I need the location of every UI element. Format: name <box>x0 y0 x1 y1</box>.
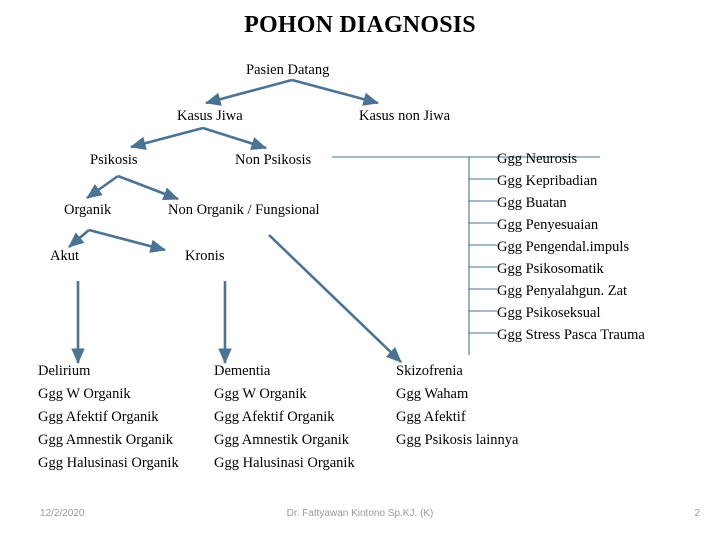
list-item[interactable]: Ggg Neurosis <box>497 151 578 167</box>
footer-page-number: 2 <box>694 508 700 519</box>
node-akut[interactable]: Akut <box>50 248 79 264</box>
list-item[interactable]: Ggg Amnestik Organik <box>38 432 174 448</box>
node-non-organik-fungsional[interactable]: Non Organik / Fungsional <box>168 202 320 218</box>
node-pasien-datang[interactable]: Pasien Datang <box>246 62 330 78</box>
footer-presenter: Dr. Fattyawan Kintono Sp.KJ. (K) <box>286 508 434 519</box>
list-item[interactable]: Ggg W Organik <box>214 386 307 402</box>
list-item[interactable]: Ggg Penyesuaian <box>497 217 599 233</box>
edge-nonorganik-to-skizofrenia <box>268 234 402 363</box>
node-organik[interactable]: Organik <box>64 202 112 218</box>
node-kasus-jiwa[interactable]: Kasus Jiwa <box>177 108 243 124</box>
list-item[interactable]: Ggg Psikosomatik <box>497 261 604 277</box>
edge-kasusjiwa-to-psikosis <box>129 126 204 150</box>
list-item[interactable]: Ggg Amnestik Organik <box>214 432 350 448</box>
list-item[interactable]: Ggg Halusinasi Organik <box>214 455 355 471</box>
leaf-column-kronis: Dementia Ggg W Organik Ggg Afektif Organ… <box>214 360 355 475</box>
list-item[interactable]: Delirium <box>38 363 91 379</box>
list-item[interactable]: Ggg Stress Pasca Trauma <box>497 327 645 343</box>
list-item[interactable]: Ggg Psikosis lainnya <box>396 432 519 448</box>
list-item[interactable]: Skizofrenia <box>396 363 463 379</box>
edge-psikosis-to-organik <box>86 174 119 200</box>
list-item[interactable]: Ggg W Organik <box>38 386 131 402</box>
list-item[interactable]: Ggg Waham <box>396 386 469 402</box>
list-item[interactable]: Ggg Kepribadian <box>497 173 598 189</box>
node-psikosis[interactable]: Psikosis <box>90 152 138 168</box>
edge-psikosis-to-nonorganik <box>117 174 179 201</box>
edge-kasusjiwa-to-nonpsikosis <box>202 126 267 151</box>
leaf-column-fungsional: Skizofrenia Ggg Waham Ggg Afektif Ggg Ps… <box>396 360 518 452</box>
list-item[interactable]: Ggg Afektif Organik <box>38 409 159 425</box>
list-item[interactable]: Ggg Afektif <box>396 409 466 425</box>
edge-pasien-to-kasus-jiwa <box>204 78 293 106</box>
list-item[interactable]: Ggg Buatan <box>497 195 567 211</box>
list-item[interactable]: Ggg Pengendal.impuls <box>497 239 630 255</box>
leaf-column-akut: Delirium Ggg W Organik Ggg Afektif Organ… <box>38 360 179 475</box>
node-kronis[interactable]: Kronis <box>185 248 225 264</box>
list-item[interactable]: Ggg Penyalahgun. Zat <box>497 283 628 299</box>
edge-organik-to-akut <box>68 229 90 248</box>
footer-date: 12/2/2020 <box>40 508 85 519</box>
node-non-psikosis[interactable]: Non Psikosis <box>235 152 312 168</box>
list-item[interactable]: Ggg Afektif Organik <box>214 409 335 425</box>
list-item[interactable]: Ggg Halusinasi Organik <box>38 455 179 471</box>
node-kasus-non-jiwa[interactable]: Kasus non Jiwa <box>359 108 451 124</box>
edge-organik-to-kronis <box>88 228 167 253</box>
edge-pasien-to-kasus-non-jiwa <box>291 78 380 106</box>
page-title: POHON DIAGNOSIS <box>244 12 476 38</box>
list-item[interactable]: Dementia <box>214 363 271 379</box>
neurosis-list: Ggg Neurosis Ggg Kepribadian Ggg Buatan … <box>497 148 645 346</box>
list-item[interactable]: Ggg Psikoseksual <box>497 305 601 321</box>
